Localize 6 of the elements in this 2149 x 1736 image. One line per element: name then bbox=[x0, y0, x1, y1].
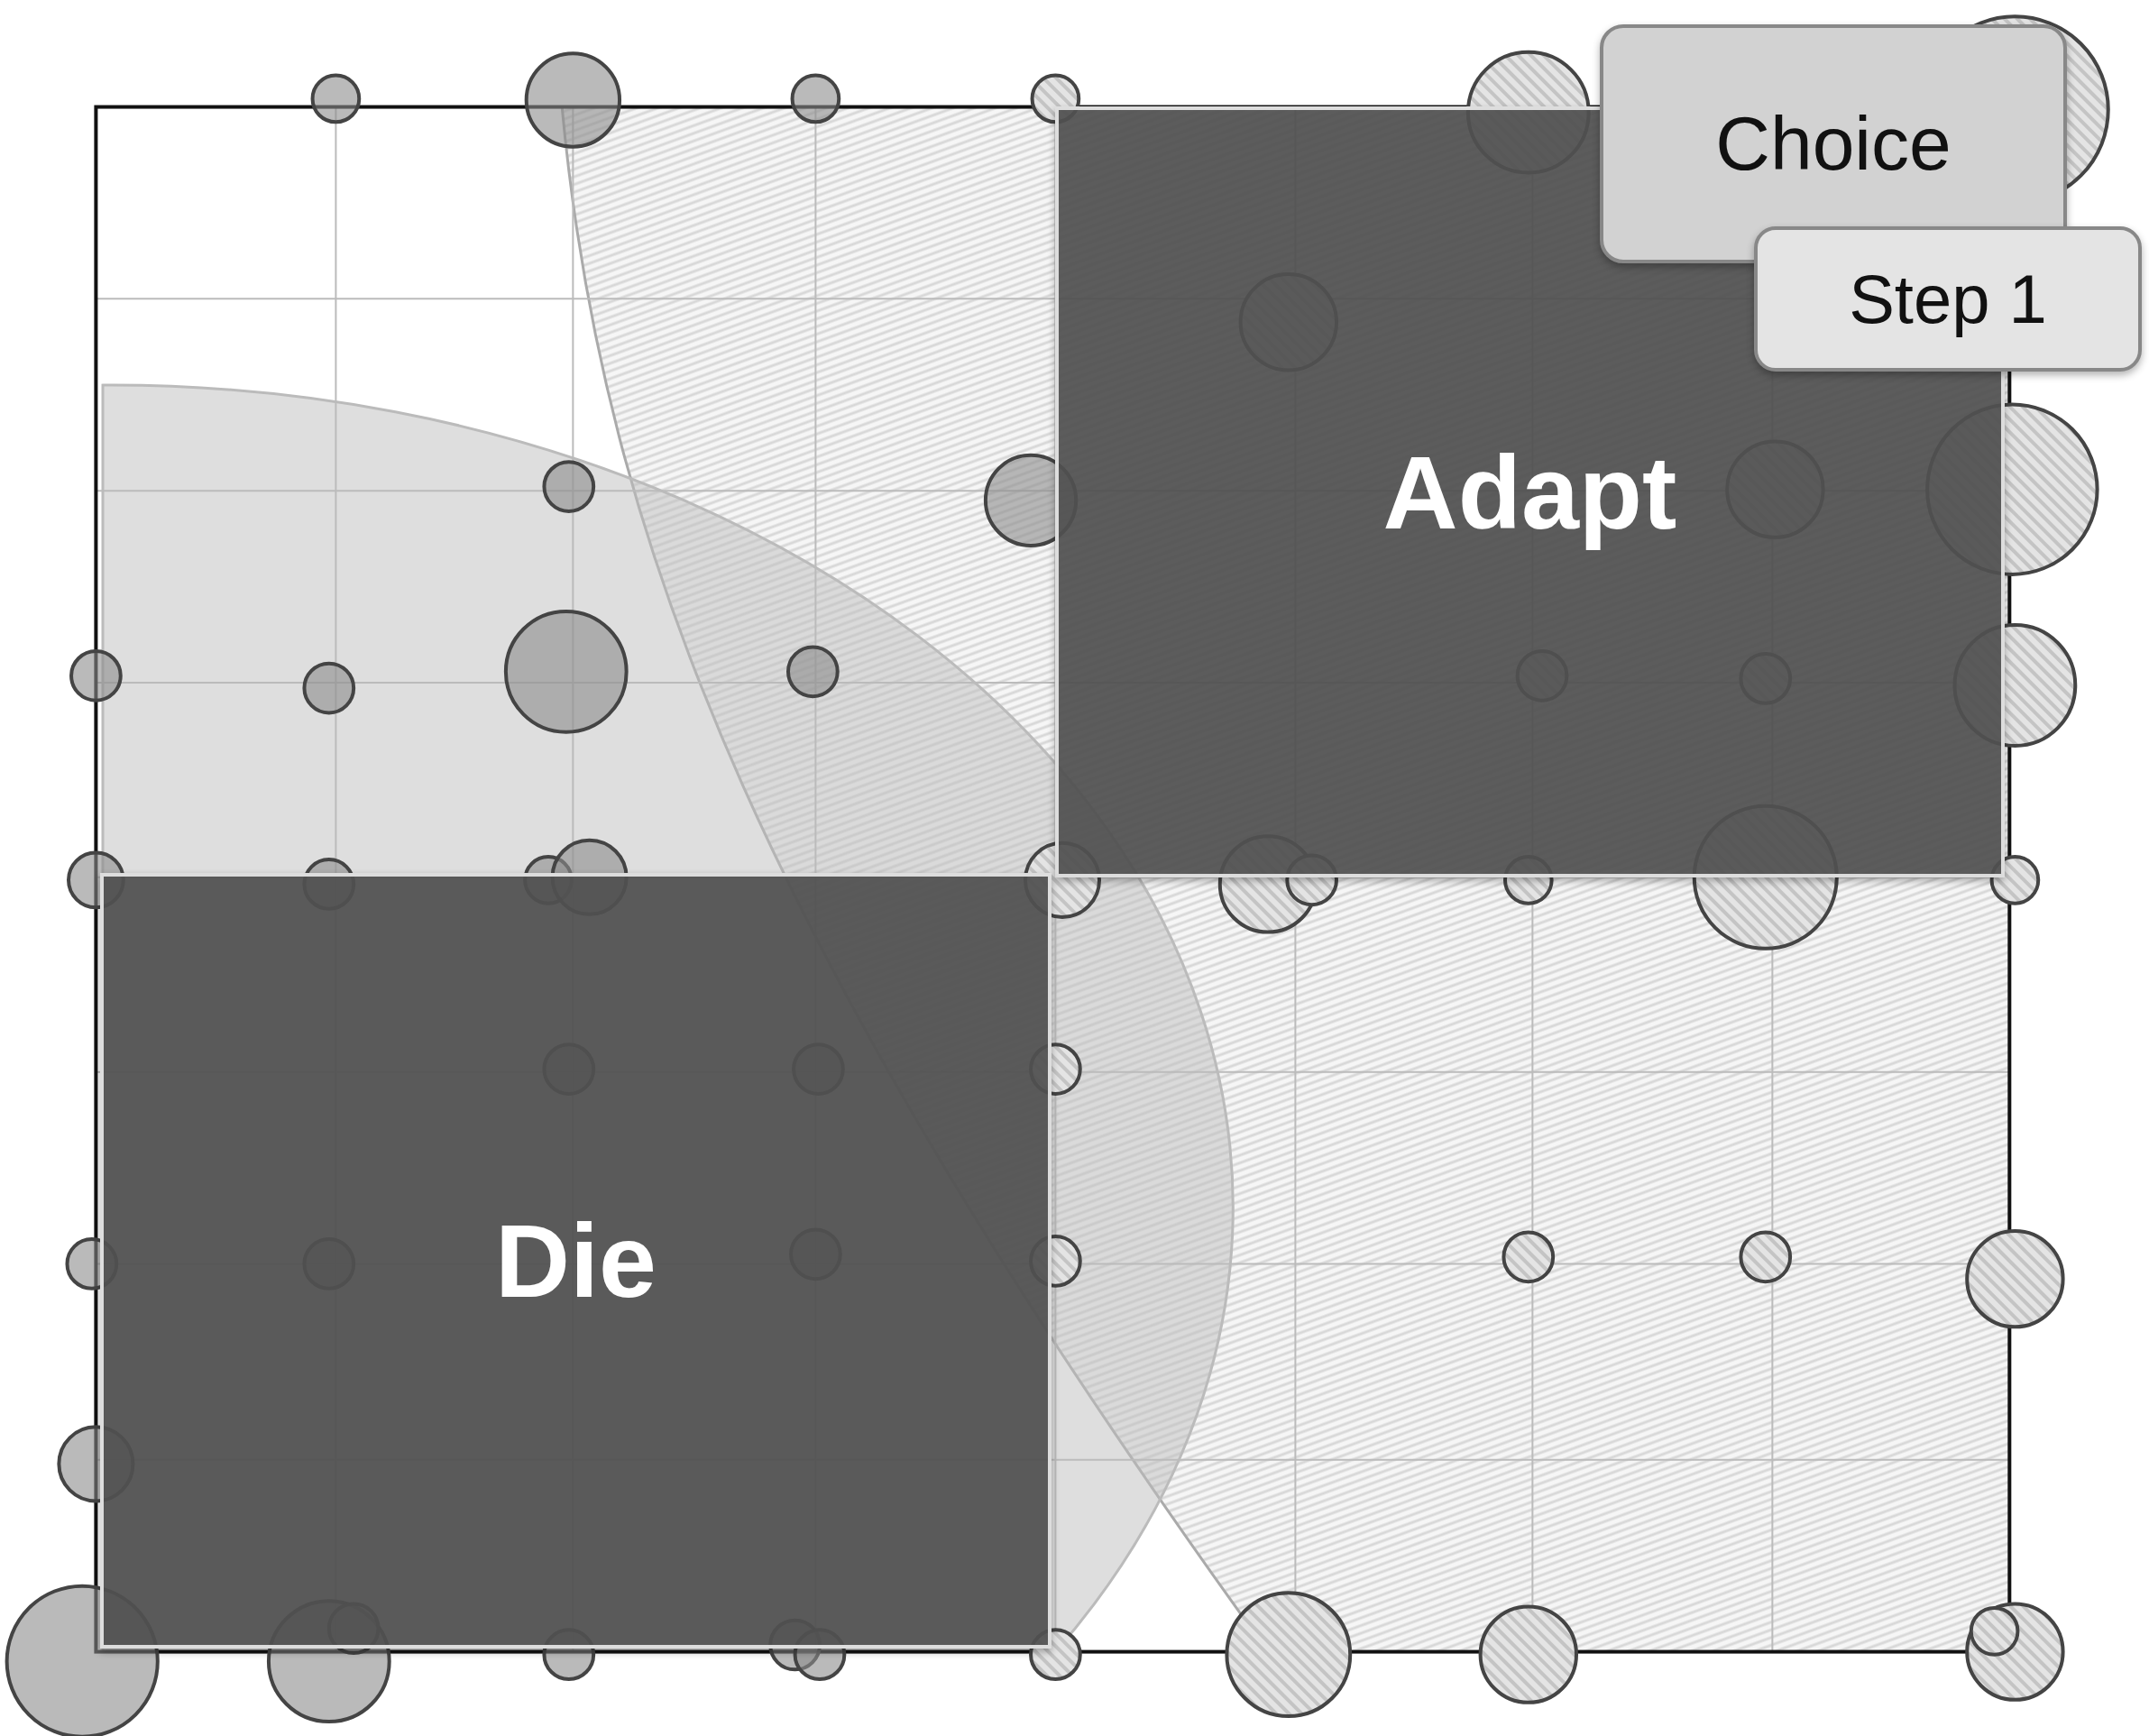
quadrant-box bbox=[100, 873, 1052, 1649]
box-label: Step 1 bbox=[1849, 260, 2047, 338]
box-label: Die bbox=[495, 1202, 657, 1320]
box-label: Adapt bbox=[1382, 433, 1677, 552]
step-box bbox=[1754, 226, 2142, 372]
box-label: Choice bbox=[1715, 100, 1952, 188]
